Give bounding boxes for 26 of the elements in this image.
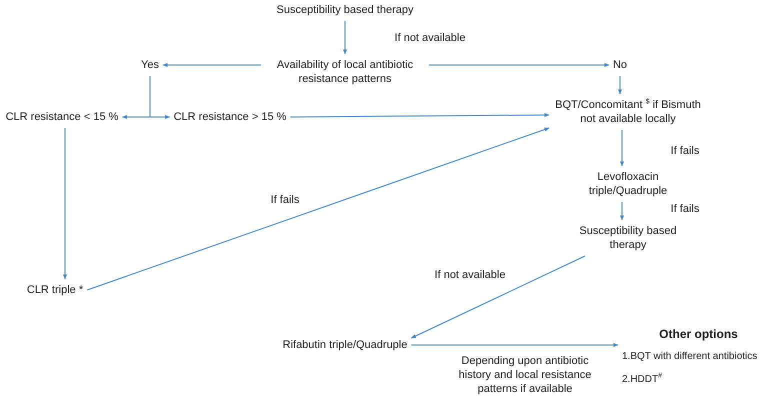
arrow: [86, 128, 550, 290]
arrow: [290, 113, 550, 118]
arrow: [162, 63, 262, 67]
arrow: [618, 76, 622, 94]
step-text: No: [612, 58, 628, 72]
arrow: [343, 20, 347, 54]
list-item: 2.HDDT$^{#}$: [622, 373, 664, 387]
step-text: CLR triple *: [26, 283, 84, 297]
step-text: Levofloxacin triple/Quadruple: [588, 170, 668, 198]
step-text: CLR resistance > 15 %: [174, 110, 286, 124]
step-text: Susceptibility based therapy: [276, 3, 414, 17]
arrow: [63, 128, 67, 280]
arrow: [620, 202, 624, 220]
step-text: CLR resistance < 15 %: [6, 110, 118, 124]
arrow: [620, 130, 624, 166]
arrow: [410, 343, 618, 347]
arrow: [428, 63, 610, 67]
step-text: Susceptibility based therapy: [578, 224, 678, 252]
step-text: Availability of local antibiotic resistance patterns: [276, 58, 414, 86]
step-text: Rifabutin triple/Quadruple: [282, 338, 408, 352]
step-text: Yes: [141, 58, 159, 72]
step-text: BQT/Concomitant $^{$}$ if Bismuth not available locally: [554, 98, 702, 126]
section-heading: Other options: [658, 327, 739, 341]
arrow: [410, 256, 586, 338]
arrow: [150, 76, 170, 119]
list-item: 1.BQT with different antibiotics: [622, 350, 758, 364]
